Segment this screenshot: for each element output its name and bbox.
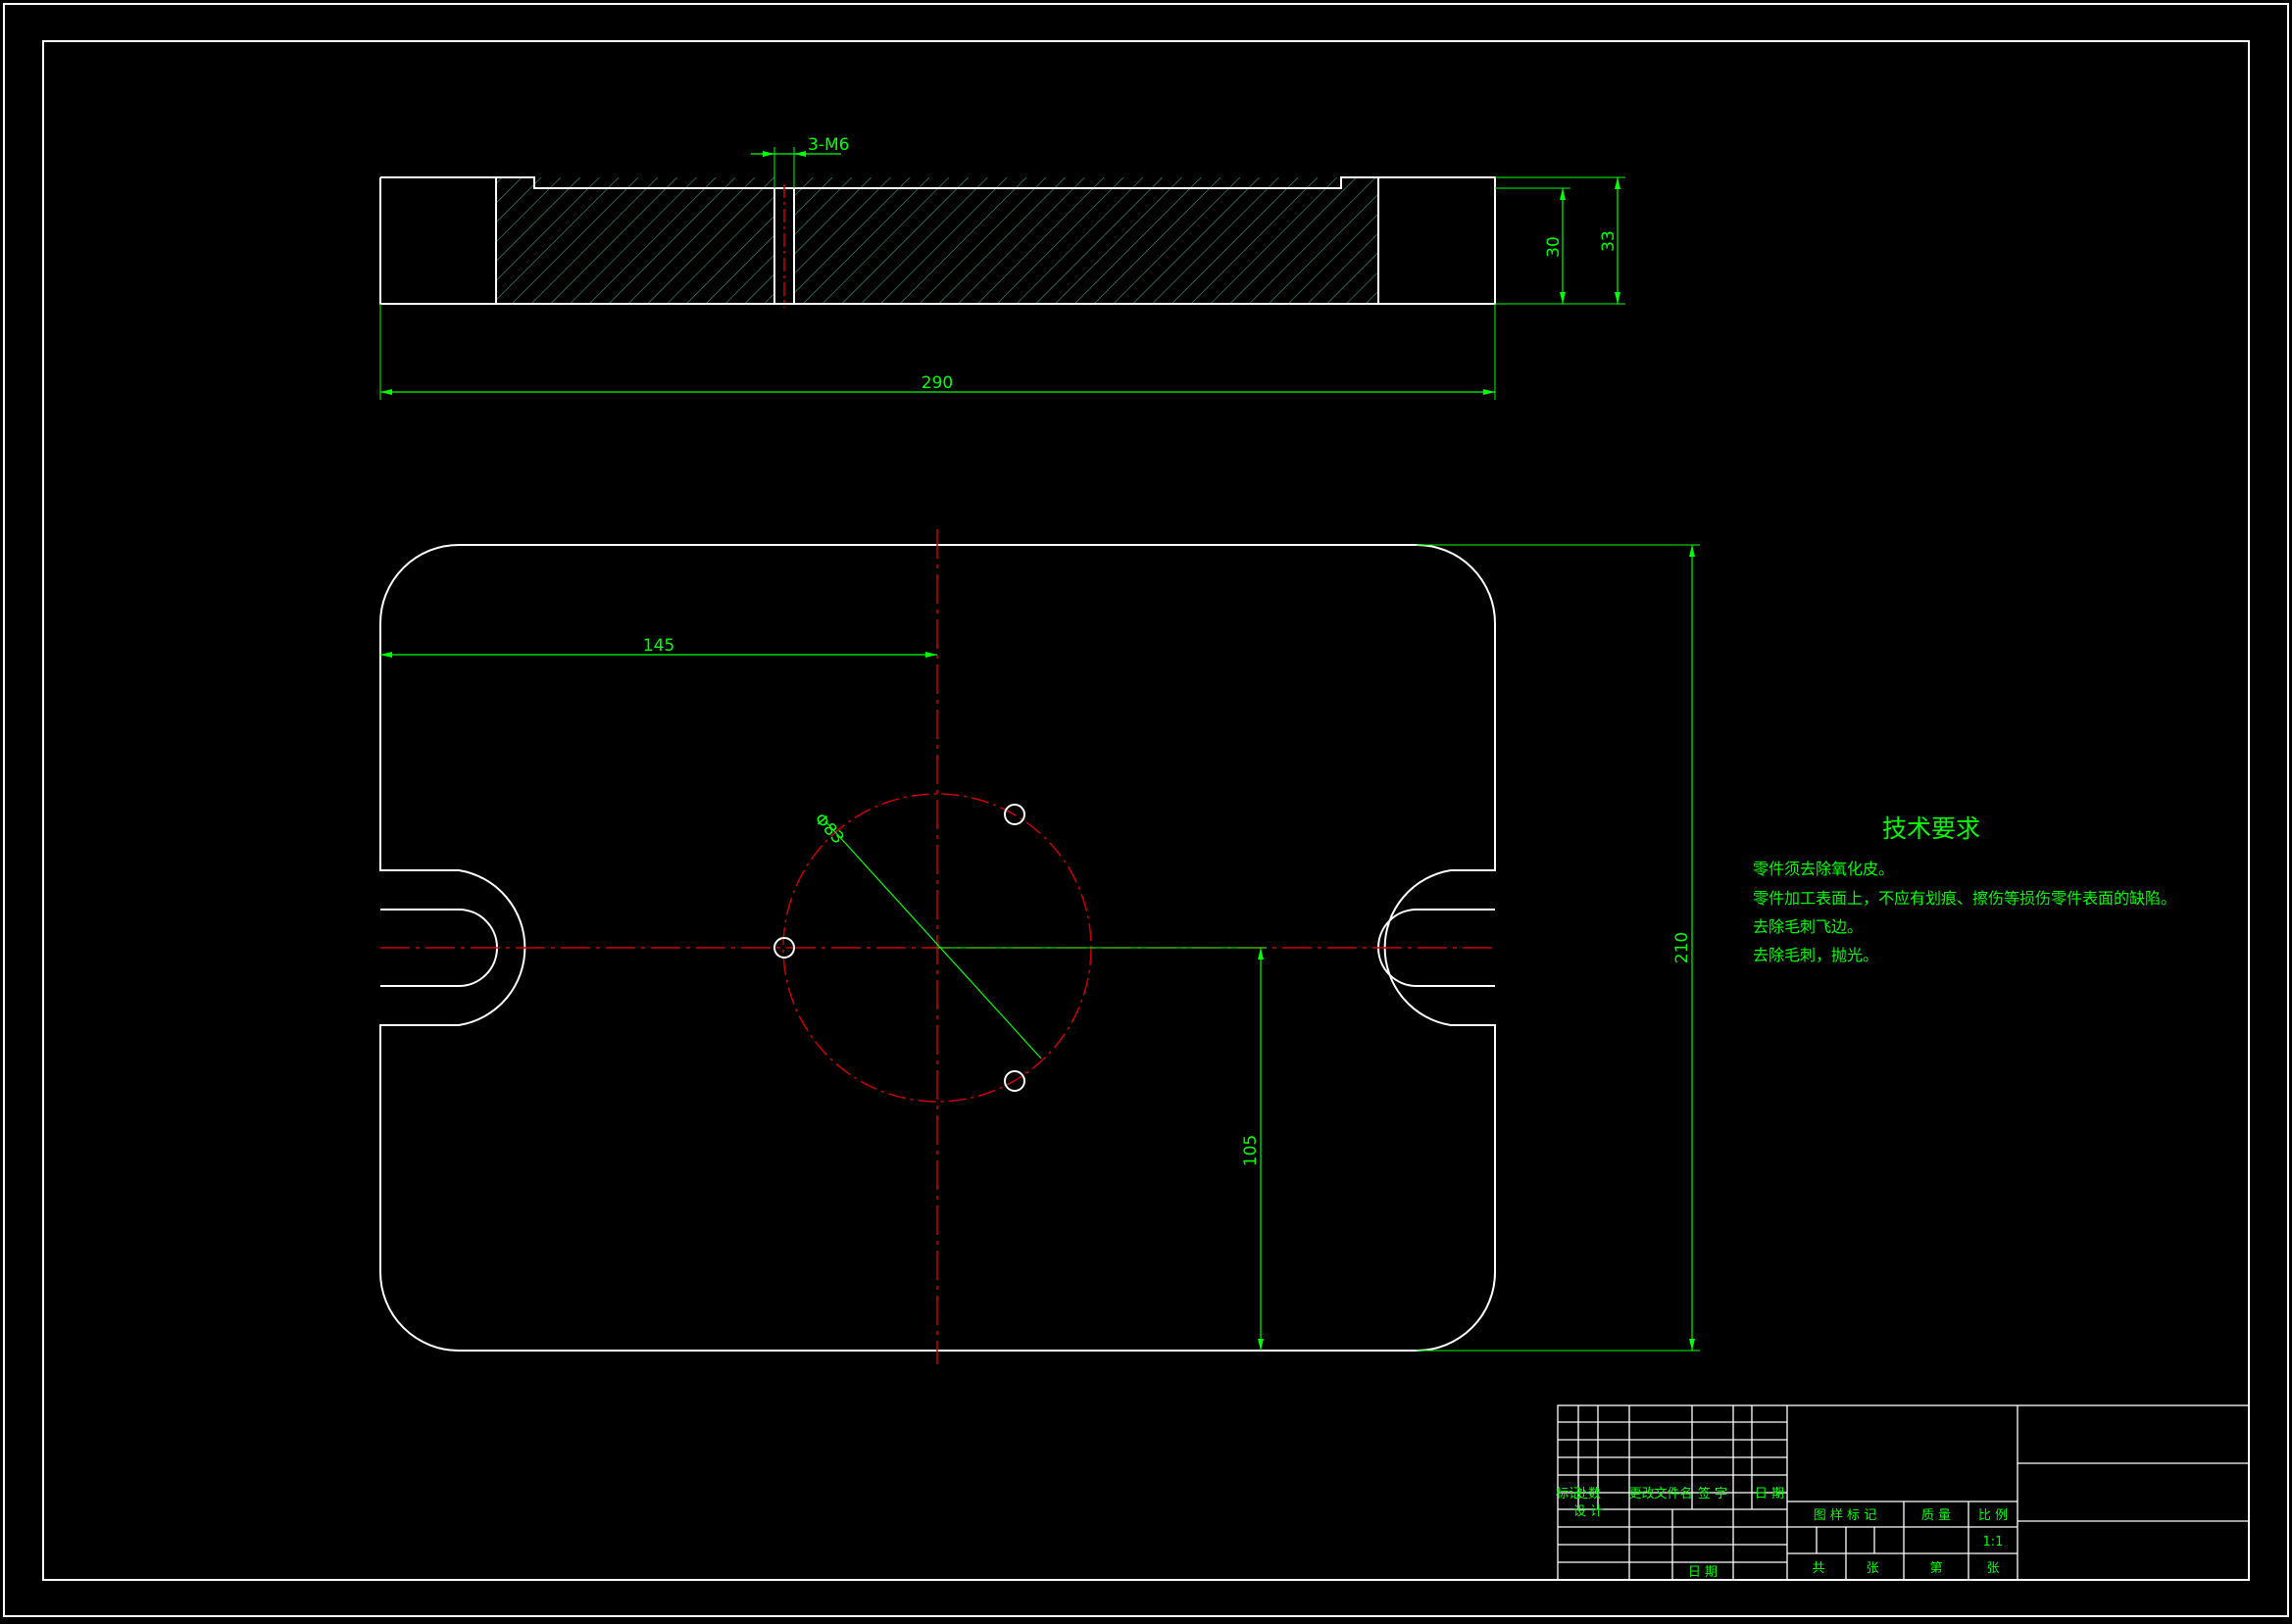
tech-requirement-3: 去除毛刺飞边。 — [1753, 917, 1863, 936]
dim-145-label: 145 — [643, 636, 674, 656]
tb-scale: 比 例 — [1978, 1508, 2008, 1523]
dim-bolt-circle-line — [824, 820, 1042, 1059]
tech-requirement-1: 零件须去除氧化皮。 — [1753, 860, 1894, 878]
arrowhead — [380, 389, 392, 395]
arrowhead — [1258, 1339, 1264, 1351]
section-hatch-left — [496, 177, 774, 304]
arrowhead — [1615, 177, 1620, 189]
dimension-arrowheads — [380, 151, 1695, 1351]
arrowhead — [1483, 389, 1495, 395]
tb-count: 处数 — [1575, 1487, 1601, 1501]
arrowhead — [380, 652, 392, 658]
arrowhead — [1258, 948, 1264, 960]
tb-sheet-no: 第 — [1929, 1561, 1942, 1576]
arrowhead — [1615, 292, 1620, 304]
thread-callout-label: 3-M6 — [808, 135, 849, 155]
arrowhead — [763, 151, 774, 157]
tb-weight: 质 量 — [1921, 1508, 1951, 1523]
tb-date-bottom: 日 期 — [1688, 1565, 1718, 1580]
arrowhead — [1689, 545, 1695, 557]
sheet-outer-border — [3, 3, 2289, 1617]
tb-total: 共 — [1812, 1561, 1824, 1576]
hole-2 — [1004, 804, 1025, 825]
tech-requirements: 技术要求 零件须去除氧化皮。 零件加工表面上，不应有划痕、擦伤等损伤零件表面的缺… — [1753, 814, 2176, 964]
section-view: 3-M6 30 33 290 — [379, 135, 1625, 400]
tb-mark: 标记 — [1556, 1487, 1581, 1501]
title-block — [1557, 1404, 2250, 1581]
tb-change-doc: 更改文件名 — [1628, 1486, 1692, 1501]
dim-290-label: 290 — [922, 373, 953, 393]
tb-signature: 签 字 — [1698, 1486, 1727, 1501]
tb-design: 设 计 — [1573, 1504, 1603, 1519]
sheet-inner-border — [42, 40, 2250, 1581]
arrowhead — [925, 652, 937, 658]
arrowhead — [1689, 1339, 1695, 1351]
arrowhead — [1560, 188, 1566, 200]
title-block-labels: 标记 处数 更改文件名 签 字 日 期 设 计 日 期 图 样 标 记 质 量 … — [1556, 1486, 2008, 1580]
hole-3 — [1004, 1070, 1025, 1092]
tb-sheet: 张 — [1986, 1561, 1999, 1576]
plan-view: Φ83 145 105 210 — [379, 529, 1700, 1364]
section-hatch-right — [794, 177, 1379, 304]
dim-33-label: 33 — [1599, 230, 1619, 252]
dim-105-label: 105 — [1241, 1135, 1261, 1166]
hole-1 — [773, 937, 795, 959]
dim-bolt-circle-label: Φ83 — [810, 810, 847, 848]
tb-date: 日 期 — [1755, 1487, 1784, 1501]
arrowhead — [1560, 292, 1566, 304]
tech-requirement-2: 零件加工表面上，不应有划痕、擦伤等损伤零件表面的缺陷。 — [1753, 889, 2176, 908]
section-outline — [379, 176, 1496, 305]
tech-requirement-4: 去除毛刺，抛光。 — [1753, 946, 1878, 964]
tech-requirements-title: 技术要求 — [1882, 814, 1980, 843]
dim-210-label: 210 — [1672, 932, 1692, 963]
dim-30-label: 30 — [1544, 236, 1564, 258]
tb-sheets: 张 — [1866, 1561, 1878, 1576]
tb-stage-mark: 图 样 标 记 — [1814, 1508, 1876, 1523]
arrowhead — [794, 151, 806, 157]
tb-scale-value: 1:1 — [1983, 1535, 2004, 1550]
